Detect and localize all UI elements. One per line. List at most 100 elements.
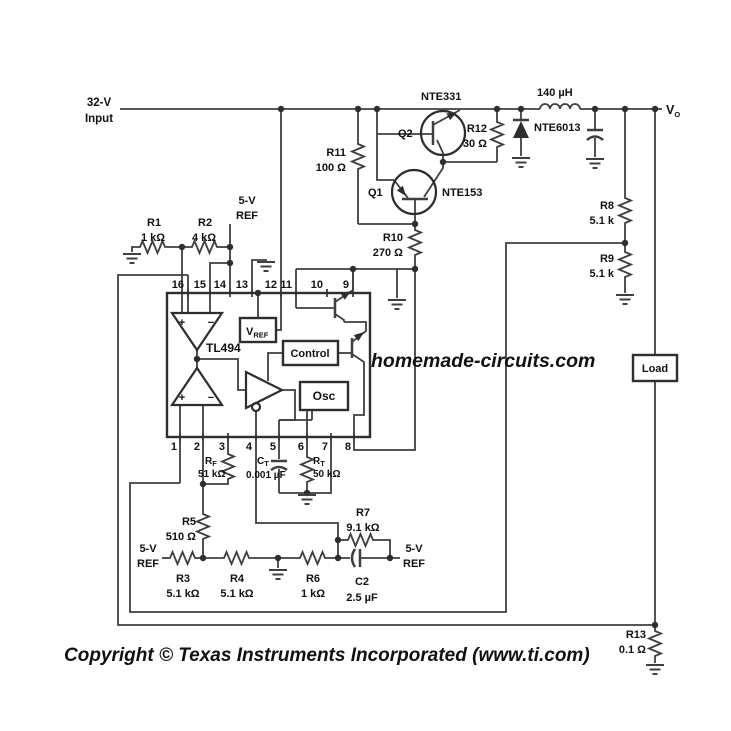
pin-11: 11	[280, 279, 292, 291]
ea1-plus: +	[179, 317, 185, 329]
q2-ref-label: Q2	[398, 128, 413, 140]
inductor-label: 140 µH	[537, 87, 573, 99]
r3-val-label: 5.1 kΩ	[166, 588, 199, 600]
control-block	[281, 339, 340, 367]
resistor-r5	[196, 511, 210, 543]
r1-ref-label: R1	[147, 217, 161, 229]
ct-ref-label: CT	[257, 456, 269, 468]
vref-block	[238, 316, 278, 344]
internal-transistor-1	[333, 287, 354, 318]
r6-ref-label: R6	[306, 573, 320, 585]
pin-8: 8	[345, 441, 351, 453]
resistor-r7	[345, 533, 377, 547]
resistor-r4	[221, 551, 253, 565]
resistor-symbols	[137, 119, 662, 660]
resistor-r9	[618, 249, 632, 281]
ref5-left-line2: REF	[137, 558, 159, 570]
pin-15: 15	[194, 279, 206, 291]
pwm-comparator	[244, 370, 285, 410]
pin-1: 1	[171, 441, 177, 453]
r3-ref-label: R3	[176, 573, 190, 585]
diode-symbol	[513, 118, 529, 138]
ref5-left-line1: 5-V	[139, 543, 157, 555]
q1-ref-label: Q1	[368, 187, 383, 199]
transistor-q1	[390, 168, 438, 216]
q2-part-label: NTE331	[421, 91, 461, 103]
ea2-minus: −	[208, 392, 214, 404]
resistor-r11	[351, 141, 365, 173]
ic-part-label: TL494	[206, 341, 241, 355]
r12-ref-label: R12	[467, 123, 487, 135]
r11-ref-label: R11	[326, 147, 346, 159]
c2-ref-label: C2	[355, 576, 369, 588]
pin-14: 14	[214, 279, 227, 291]
r11-val-label: 100 Ω	[316, 162, 346, 174]
r8-ref-label: R8	[600, 200, 614, 212]
vref-block-label: VREF	[246, 326, 269, 340]
resistor-rt	[300, 454, 314, 486]
resistor-r3	[167, 551, 199, 565]
ref5-top-line2: REF	[236, 210, 258, 222]
resistor-r13	[648, 628, 662, 660]
r10-val-label: 270 Ω	[373, 247, 403, 259]
resistor-r10	[408, 227, 422, 259]
pin-9: 9	[343, 279, 349, 291]
c2-cap-symbol	[350, 548, 362, 568]
inductor-symbol	[539, 103, 581, 110]
rt-val-label: 50 kΩ	[313, 469, 340, 480]
pin-2: 2	[194, 441, 200, 453]
ea2-plus: +	[179, 392, 185, 404]
r7-val-label: 9.1 kΩ	[346, 522, 379, 534]
ea1-minus: −	[208, 317, 214, 329]
r7-ref-label: R7	[356, 507, 370, 519]
pin-3: 3	[219, 441, 225, 453]
resistor-r6	[297, 551, 329, 565]
diode-label: NTE6013	[534, 122, 580, 134]
r8-val-label: 5.1 k	[590, 215, 615, 227]
q1-part-label: NTE153	[442, 187, 482, 199]
junction-dots	[178, 105, 659, 629]
r2-val-label: 4 kΩ	[192, 232, 216, 244]
pin-12: 12	[265, 279, 277, 291]
circuit-wires	[117, 108, 662, 663]
r5-val-label: 510 Ω	[166, 531, 196, 543]
pin-5: 5	[270, 441, 276, 453]
copyright-text: Copyright © Texas Instruments Incorporat…	[64, 645, 590, 666]
pin-16: 16	[172, 279, 184, 291]
internal-transistor-2	[350, 329, 367, 358]
r6-val-label: 1 kΩ	[301, 588, 325, 600]
ref5-right-line1: 5-V	[405, 543, 423, 555]
r4-ref-label: R4	[230, 573, 245, 585]
r4-val-label: 5.1 kΩ	[220, 588, 253, 600]
ref5-right-line2: REF	[403, 558, 425, 570]
tl494-ic	[165, 287, 372, 439]
r9-val-label: 5.1 k	[590, 268, 615, 280]
vout-label: VO	[666, 103, 680, 119]
ref5-top-line1: 5-V	[238, 195, 256, 207]
pin-6: 6	[298, 441, 304, 453]
osc-block	[298, 380, 350, 412]
r5-ref-label: R5	[182, 516, 196, 528]
c2-val-label: 2.5 µF	[346, 592, 378, 604]
pin-7: 7	[322, 441, 328, 453]
rf-val-label: 51 kΩ	[198, 469, 225, 480]
r1-val-label: 1 kΩ	[141, 232, 165, 244]
load-label: Load	[642, 363, 668, 375]
pin-13: 13	[236, 279, 248, 291]
r2-ref-label: R2	[198, 217, 212, 229]
resistor-r8	[618, 195, 632, 227]
r12-val-label: 30 Ω	[463, 138, 487, 150]
output-cap-symbol	[586, 128, 604, 141]
pin-10: 10	[311, 279, 323, 291]
r13-val-label: 0.1 Ω	[619, 644, 646, 656]
load-box	[631, 353, 679, 383]
transistor-q2	[419, 108, 467, 157]
error-amp-2	[169, 366, 225, 407]
rf-ref-label: RF	[205, 456, 217, 468]
osc-block-label: Osc	[313, 389, 336, 403]
comparator-bubble	[250, 401, 262, 413]
r9-ref-label: R9	[600, 253, 614, 265]
error-amp-1	[169, 311, 225, 352]
